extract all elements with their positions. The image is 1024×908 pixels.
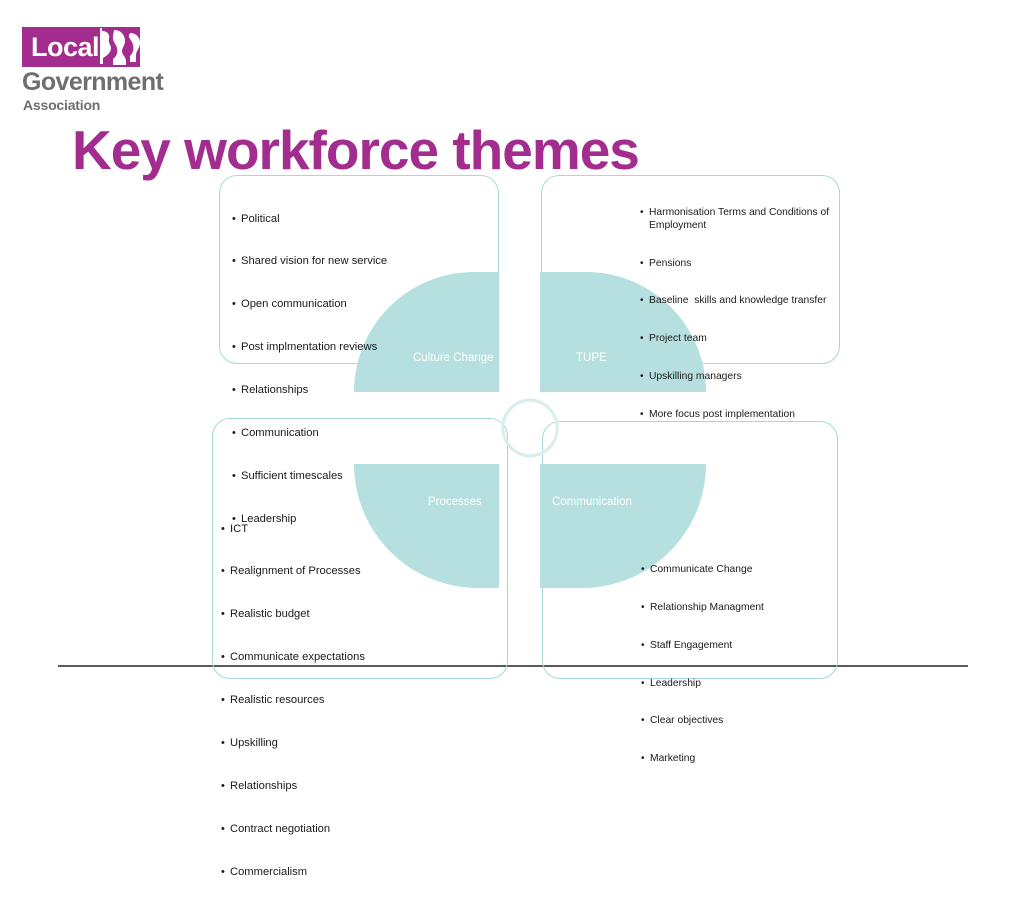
- list-item: Marketing: [641, 753, 841, 766]
- lga-logo: Local Government Association: [22, 27, 170, 113]
- list-item: Clear objectives: [641, 715, 841, 728]
- list-item: Staff Engagement: [641, 640, 841, 653]
- communication-bullets: Communicate Change Relationship Managmen…: [641, 539, 841, 791]
- list-item: Relationship Managment: [641, 602, 841, 615]
- footer-divider: [58, 665, 968, 667]
- quadrant-label-culture-change: Culture Change: [413, 352, 494, 364]
- page-title: Key workforce themes: [72, 119, 640, 181]
- profile-faces-icon: [100, 28, 142, 67]
- list-item: Relationships: [221, 779, 501, 794]
- processes-bullets: ICT Realignment of Processes Realistic b…: [221, 493, 501, 908]
- logo-association-text: Association: [23, 97, 101, 113]
- list-item: Baseline skills and knowledge transfer: [640, 295, 840, 308]
- list-item: More focus post implementation: [640, 409, 840, 422]
- list-item: ICT: [221, 522, 501, 537]
- list-item: Realignment of Processes: [221, 564, 501, 579]
- list-item: Realistic budget: [221, 607, 501, 622]
- list-item: Upskilling: [221, 736, 501, 751]
- quadrant-label-tupe: TUPE: [576, 352, 607, 364]
- slide-canvas: Local Government Association Key workfor…: [0, 0, 1024, 709]
- list-item: Sufficient timescales: [232, 469, 494, 484]
- logo-government-text: Government: [22, 68, 164, 96]
- list-item: Communication: [232, 426, 494, 441]
- logo-local-text: Local: [31, 32, 100, 62]
- cycle-arrows-icon: [490, 388, 570, 468]
- quadrant-label-communication: Communication: [552, 496, 632, 508]
- processes-box: [212, 418, 508, 679]
- list-item: Communicate Change: [641, 564, 841, 577]
- list-item: Pensions: [640, 258, 840, 271]
- list-item: Commercialism: [221, 865, 501, 880]
- quadrant-label-processes: Processes: [428, 496, 482, 508]
- list-item: Shared vision for new service: [232, 254, 494, 269]
- list-item: Project team: [640, 333, 840, 346]
- list-item: Political: [232, 212, 494, 227]
- culture-change-bullets: Political Shared vision for new service …: [232, 183, 494, 555]
- list-item: Upskilling managers: [640, 371, 840, 384]
- list-item: Post implmentation reviews: [232, 340, 494, 355]
- list-item: Contract negotiation: [221, 822, 501, 837]
- list-item: Communicate expectations: [221, 650, 501, 665]
- tupe-bullets: Harmonisation Terms and Conditions of Em…: [640, 182, 840, 446]
- list-item: Harmonisation Terms and Conditions of Em…: [640, 207, 840, 232]
- list-item: Open communication: [232, 297, 494, 312]
- list-item: Leadership: [641, 678, 841, 691]
- list-item: Realistic resources: [221, 693, 501, 708]
- list-item: Relationships: [232, 383, 494, 398]
